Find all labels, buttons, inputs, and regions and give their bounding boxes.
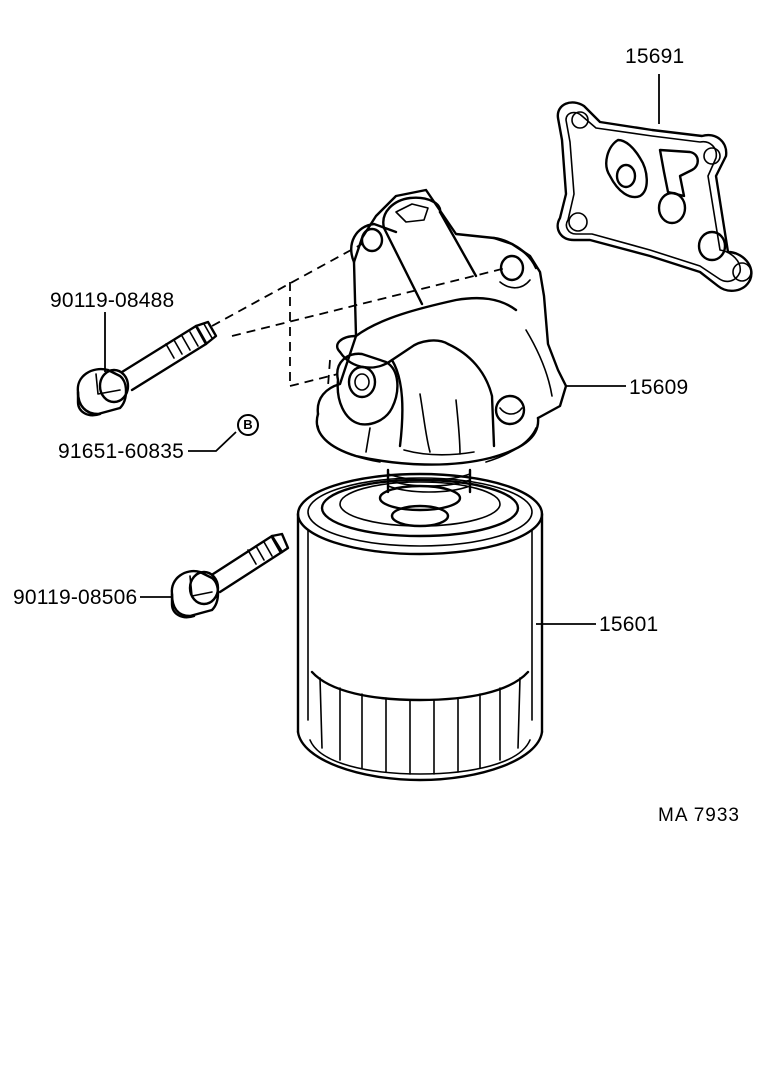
gasket-15691 bbox=[556, 101, 753, 292]
label-15609: 15609 bbox=[629, 376, 689, 399]
oil-filter-15601 bbox=[296, 468, 544, 782]
label-15691: 15691 bbox=[625, 45, 685, 68]
label-90119-08488: 90119-08488 bbox=[50, 289, 175, 312]
bolt-90119-08488 bbox=[76, 320, 218, 417]
label-90119-08506: 90119-08506 bbox=[13, 586, 138, 609]
figure-reference: MA 7933 bbox=[658, 805, 740, 826]
leader-lines bbox=[104, 74, 660, 625]
b-circle-symbol: B bbox=[237, 414, 259, 436]
label-15601: 15601 bbox=[599, 613, 659, 636]
label-91651-60835: 91651-60835 bbox=[58, 440, 184, 463]
bracket-15609 bbox=[315, 188, 568, 466]
bolt-90119-08506 bbox=[170, 532, 290, 619]
alignment-dashes bbox=[211, 243, 507, 387]
